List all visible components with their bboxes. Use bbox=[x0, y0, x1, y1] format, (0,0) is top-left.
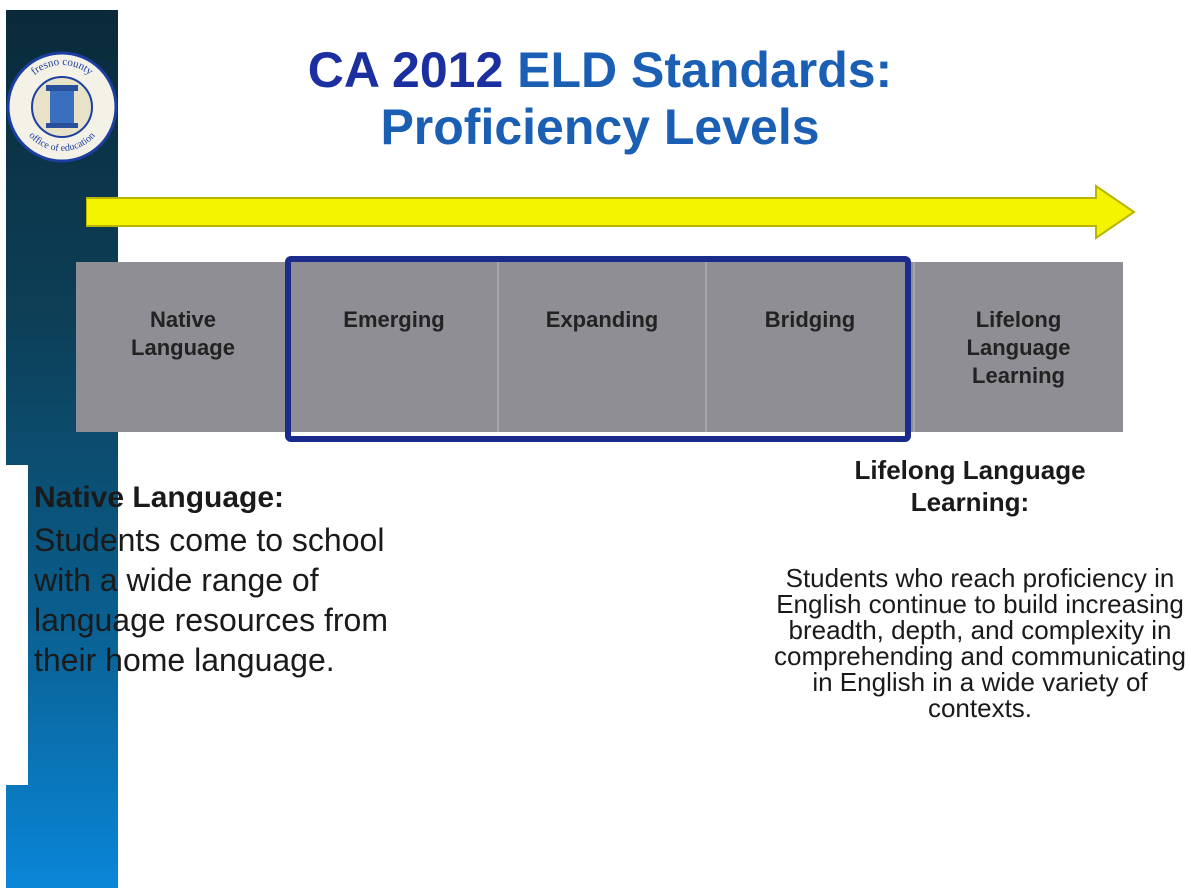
level-divider bbox=[497, 262, 499, 432]
title-line-2: Proficiency Levels bbox=[380, 99, 820, 155]
county-seal-logo: fresno county office of education bbox=[6, 51, 118, 163]
level-expanding: Expanding bbox=[498, 262, 706, 432]
level-divider bbox=[705, 262, 707, 432]
level-label: Learning bbox=[972, 363, 1065, 388]
native-language-body: Students come to school with a wide rang… bbox=[34, 522, 388, 678]
side-bar-notch bbox=[6, 465, 28, 785]
level-label: Lifelong bbox=[975, 307, 1062, 332]
level-label: Expanding bbox=[545, 307, 659, 332]
lifelong-heading-line-2: Learning: bbox=[910, 487, 1030, 517]
lifelong-learning-heading: Lifelong Language Learning: bbox=[790, 454, 1150, 518]
level-bridging: Bridging bbox=[706, 262, 914, 432]
level-native-language: Native Language bbox=[76, 262, 290, 432]
title-line-1: CA 2012 ELD Standards: bbox=[150, 42, 1050, 99]
title-part-a: CA 2012 bbox=[307, 42, 518, 98]
page-title: CA 2012 ELD Standards: Proficiency Level… bbox=[150, 42, 1050, 156]
level-label: Bridging bbox=[764, 307, 856, 332]
level-label: Emerging bbox=[343, 307, 445, 332]
level-label: Native bbox=[149, 307, 217, 332]
native-language-heading: Native Language: bbox=[34, 481, 285, 514]
eld-levels-highlight-frame bbox=[285, 256, 911, 442]
level-divider bbox=[913, 262, 915, 432]
title-part-b: ELD Standards: bbox=[517, 42, 893, 98]
level-lifelong-language-learning: Lifelong Language Learning bbox=[914, 262, 1123, 432]
progression-arrow bbox=[86, 184, 1136, 240]
level-label: Language bbox=[966, 335, 1071, 360]
native-language-description: Native Language: Students come to school… bbox=[34, 478, 394, 680]
level-label: Language bbox=[131, 335, 235, 360]
levels-bar bbox=[76, 262, 1123, 432]
level-emerging: Emerging bbox=[290, 262, 498, 432]
lifelong-heading-line-1: Lifelong Language bbox=[854, 455, 1086, 485]
lifelong-learning-description: Students who reach proficiency in Englis… bbox=[774, 563, 1186, 723]
